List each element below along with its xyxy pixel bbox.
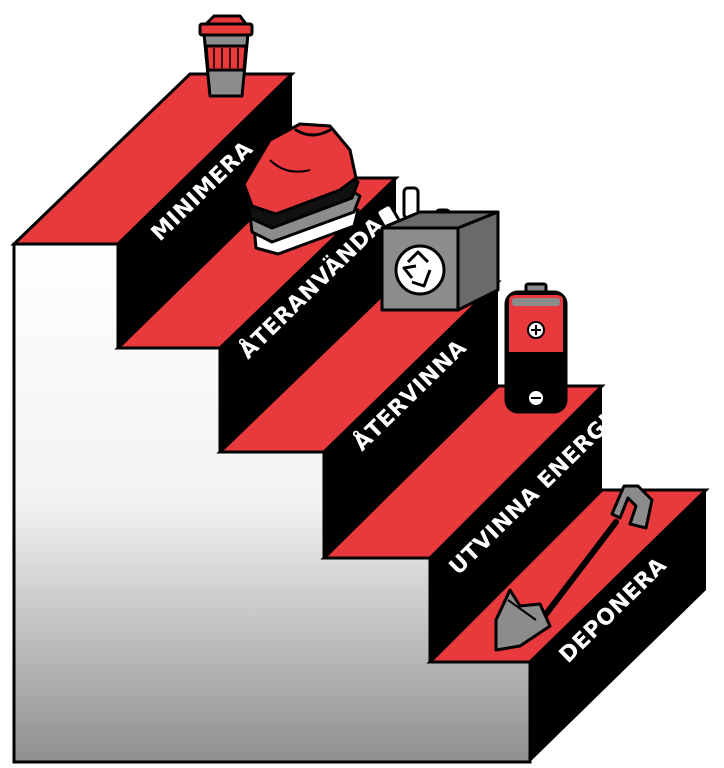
step-riser (530, 490, 706, 762)
shovel-icon (494, 484, 654, 652)
step-riser (324, 282, 498, 558)
battery-icon (504, 282, 568, 414)
step-riser (430, 386, 602, 662)
step-riser (220, 178, 396, 452)
recycling-bin-icon (375, 186, 500, 312)
folded-clothes-icon (242, 122, 362, 256)
coffee-cup-icon (198, 14, 254, 98)
step-minimera: MINIMERA (10, 72, 296, 348)
step-riser (118, 74, 292, 348)
